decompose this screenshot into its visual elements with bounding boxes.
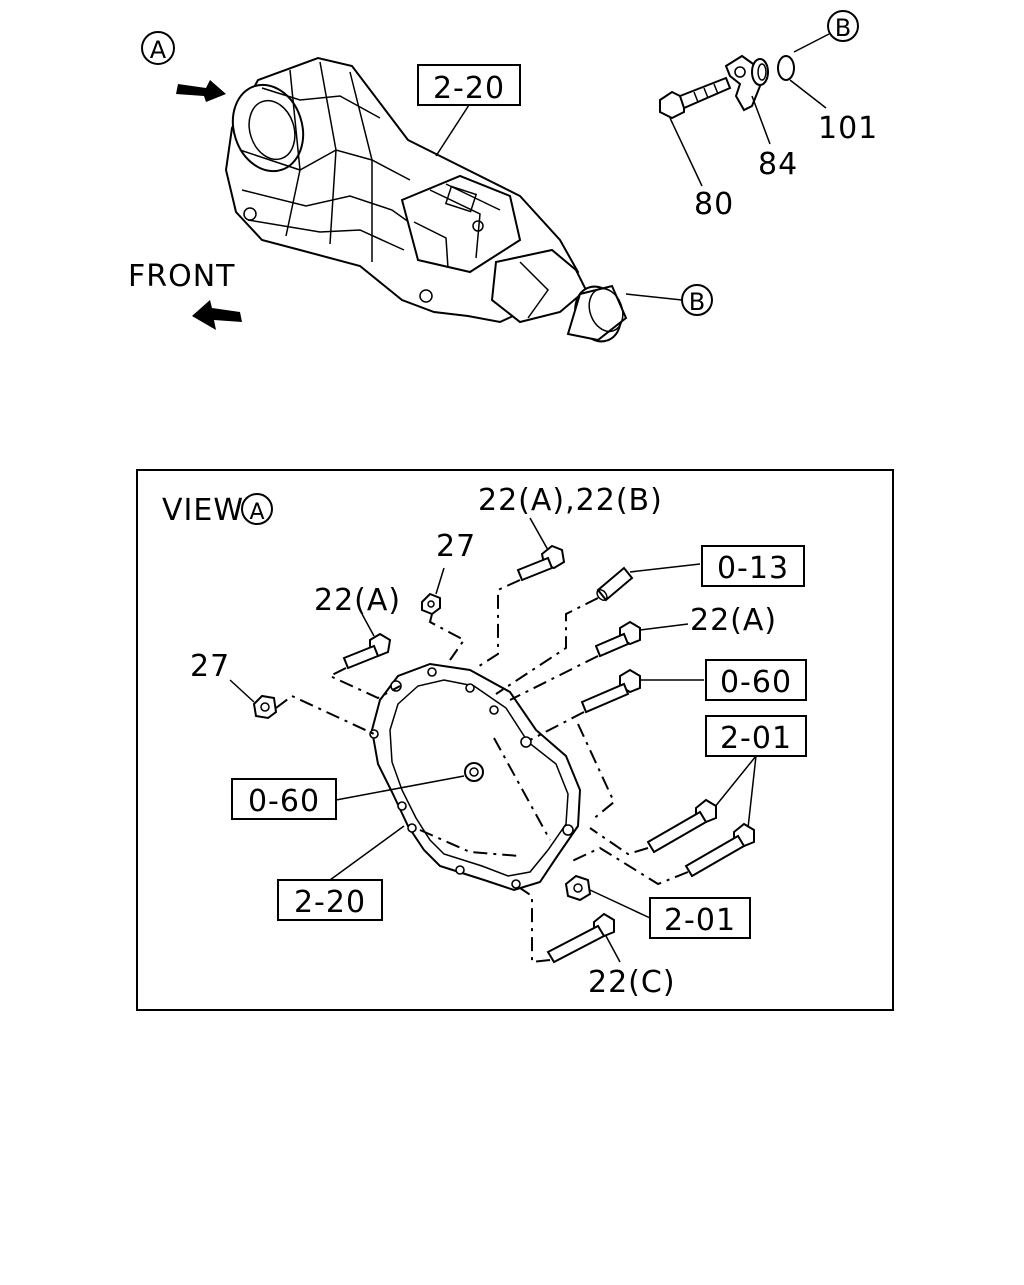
ref-box-0-60-left: 0-60 <box>231 778 337 820</box>
label-27-upper: 27 <box>436 529 476 564</box>
dash-bottom <box>419 829 521 857</box>
leader-22a-left <box>361 613 375 637</box>
leader-22a-right <box>639 623 689 631</box>
leader-b-top <box>793 33 830 53</box>
dowel-pin-0-13 <box>596 566 634 602</box>
svg-text:A: A <box>249 500 264 525</box>
svg-text:0-60: 0-60 <box>248 784 320 819</box>
o-ring-101 <box>777 55 795 81</box>
view-title: VIEW <box>162 493 244 528</box>
dash-0-13 <box>495 597 599 695</box>
leader-22c <box>605 935 621 963</box>
front-arrow-upper-icon <box>176 80 226 102</box>
bolt-22a-right <box>594 620 641 658</box>
dash-22a-left <box>327 667 401 700</box>
svg-text:B: B <box>689 288 705 316</box>
ref-box-0-13: 0-13 <box>701 545 805 587</box>
dash-22ab <box>475 579 521 669</box>
label-84: 84 <box>758 147 798 182</box>
bolt-2-01-b <box>684 822 755 878</box>
leader-0-60-left <box>335 775 465 801</box>
leader-0-13 <box>629 563 701 573</box>
svg-text:A: A <box>150 36 167 64</box>
callout-a: A <box>141 31 175 65</box>
label-22a-right: 22(A) <box>690 603 777 638</box>
svg-text:B: B <box>835 14 851 42</box>
label-22c: 22(C) <box>588 965 676 1000</box>
bolt-22ab <box>516 544 566 582</box>
front-label: FRONT <box>128 259 235 294</box>
label-22ab: 22(A),22(B) <box>478 483 663 518</box>
svg-text:2-01: 2-01 <box>720 721 792 756</box>
view-a-frame <box>136 469 894 1011</box>
nut-27-left <box>252 694 278 720</box>
dash-2-01-a <box>589 827 649 856</box>
dash-right-edge <box>577 723 616 821</box>
svg-text:2-20: 2-20 <box>294 885 366 920</box>
ref-box-0-60-right: 0-60 <box>705 659 807 701</box>
view-title-circle: A <box>241 493 273 525</box>
label-80: 80 <box>694 187 734 222</box>
transmission-assembly <box>224 56 628 343</box>
leader-2-01-upper-b <box>747 755 757 829</box>
leader-84 <box>751 95 771 145</box>
callout-b-top: B <box>827 10 859 42</box>
dash-22a-right <box>509 655 599 701</box>
nut-27-upper <box>421 592 441 616</box>
bolt-22a-left <box>342 632 392 670</box>
leader-2-20-view <box>329 825 405 881</box>
svg-text:0-60: 0-60 <box>720 665 792 700</box>
dash-22c <box>519 887 551 964</box>
bolt-22c <box>546 912 615 964</box>
leader-80 <box>669 117 703 187</box>
leader-22ab <box>529 517 549 551</box>
ref-box-2-01-lower: 2-01 <box>649 897 751 939</box>
dash-27-upper <box>428 613 466 661</box>
dash-center <box>493 737 551 841</box>
bracket-84 <box>724 54 769 112</box>
dash-2-01-b <box>569 846 689 886</box>
dash-0-60-right <box>529 711 585 741</box>
nut-2-01-lower <box>564 874 592 902</box>
leader-27-upper <box>435 567 445 595</box>
leader-2-01-lower <box>589 889 651 919</box>
svg-text:2-20: 2-20 <box>433 71 505 106</box>
svg-text:2-01: 2-01 <box>664 903 736 938</box>
svg-text:0-13: 0-13 <box>717 551 789 586</box>
leader-27-left <box>229 679 255 703</box>
bolt-80 <box>659 76 732 120</box>
label-27-left: 27 <box>190 649 230 684</box>
bolt-0-60-right <box>580 668 641 714</box>
dash-27-left <box>275 694 375 735</box>
leader-101 <box>789 79 827 109</box>
ref-box-2-20-top: 2-20 <box>417 64 521 157</box>
callout-b-side: B <box>681 284 713 316</box>
front-arrow-lower-icon <box>192 300 242 330</box>
leader-b-side <box>625 293 683 301</box>
bolt-2-01-a <box>646 798 717 854</box>
cover-plate-2-20 <box>369 662 582 892</box>
label-101: 101 <box>818 111 878 146</box>
leader-2-01-upper-a <box>713 755 757 809</box>
label-22a-left: 22(A) <box>314 583 401 618</box>
ref-box-2-20-view: 2-20 <box>277 879 383 921</box>
ref-box-2-01-upper: 2-01 <box>705 715 807 757</box>
